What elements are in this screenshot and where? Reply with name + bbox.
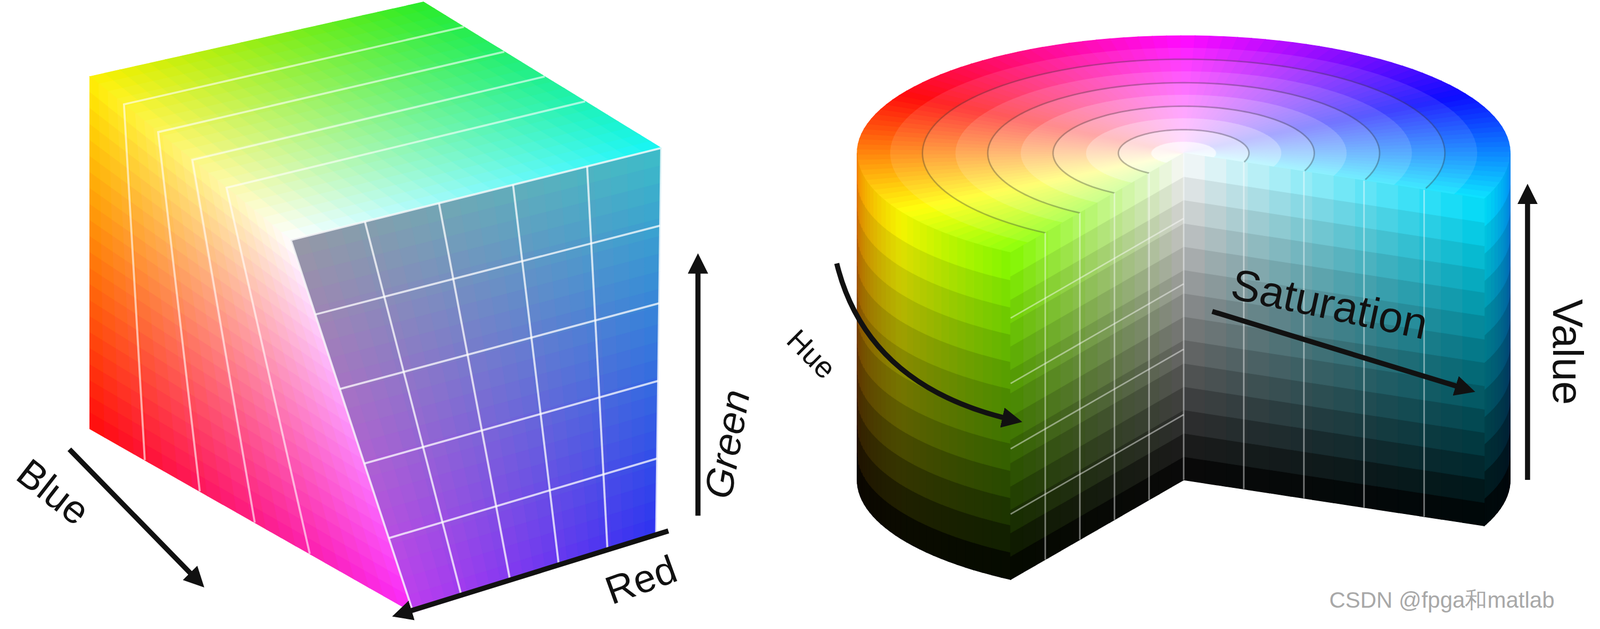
color-cell: [1173, 141, 1184, 153]
color-cell: [987, 153, 1021, 158]
rgb-cube: [89, 2, 662, 613]
grid-line: [339, 302, 660, 389]
color-cell: [922, 153, 956, 159]
cube-layers: [124, 26, 586, 554]
color-cell: [857, 153, 891, 160]
color-cell: [161, 454, 178, 479]
color-cell: [955, 153, 989, 158]
layer-line: [192, 76, 545, 523]
cube-top-face: [89, 2, 662, 241]
color-cell: [889, 153, 923, 159]
grid-line: [388, 458, 658, 539]
color-cell: [118, 429, 135, 454]
grid-line: [315, 225, 661, 315]
grid-line: [438, 203, 511, 582]
color-cell: [133, 437, 149, 463]
cut-face-outline: [290, 148, 662, 613]
layer-line: [124, 26, 464, 460]
color-cell: [1118, 153, 1152, 156]
color-cell: [147, 446, 164, 471]
layer-line: [158, 51, 505, 492]
grid-line: [364, 380, 659, 464]
grid-line: [364, 221, 462, 598]
grid-line: [513, 184, 560, 567]
color-cell: [1151, 153, 1184, 156]
color-cell: [857, 149, 891, 155]
grid-line: [587, 166, 608, 552]
color-cell: [89, 412, 105, 438]
layer-line: [226, 101, 586, 554]
cube-cut-face: [290, 148, 662, 613]
color-cell: [104, 421, 120, 446]
cube-grid: [315, 166, 661, 598]
hsv-cylinder: [857, 35, 1511, 580]
